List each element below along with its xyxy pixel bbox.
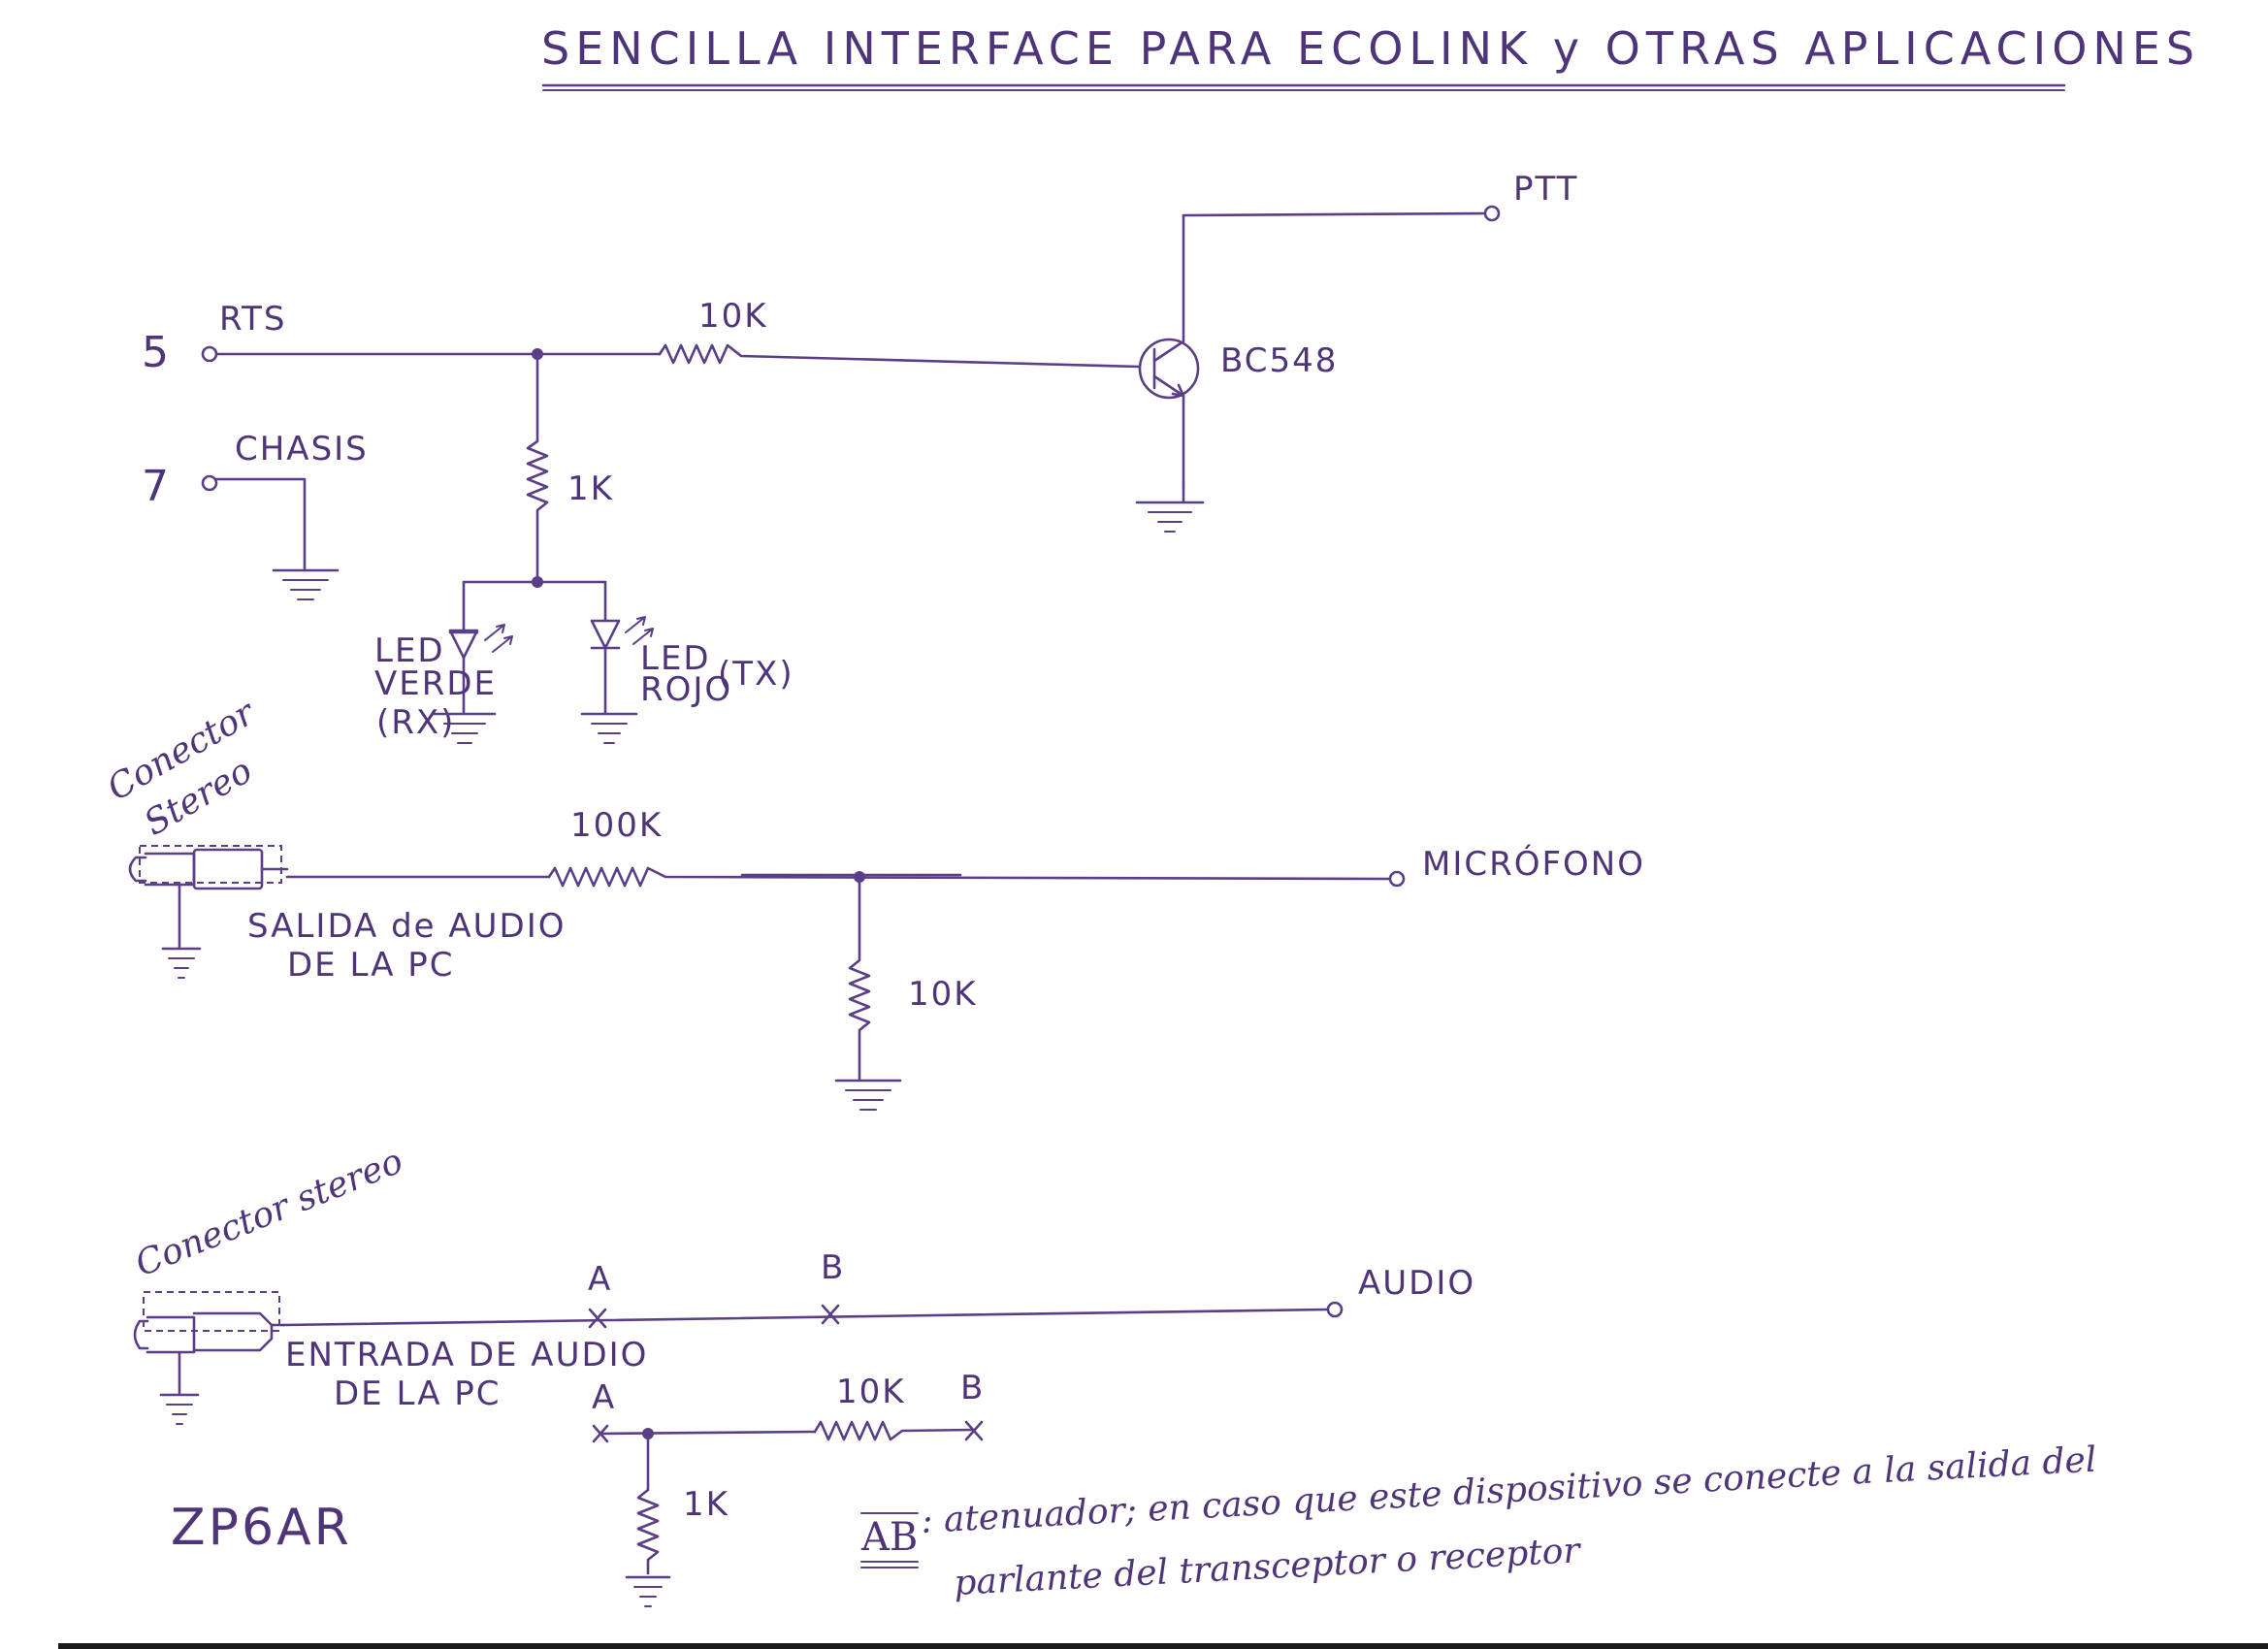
stereo-jack-mic	[128, 845, 289, 949]
audio-output-label: AUDIO	[1358, 1264, 1475, 1303]
resistor-1k-led	[526, 352, 549, 584]
note-line2: parlante del transceptor o receptor	[953, 1531, 1582, 1603]
led-green-line3: (RX)	[376, 703, 455, 742]
diagram-title: SENCILLA INTERFACE PARA ECOLINK y OTRAS …	[541, 22, 2200, 75]
ground-mic-jack	[161, 947, 202, 979]
ptt-section: 5 RTS 10K BC548 PTT 1K	[142, 170, 1578, 744]
ground-led-red	[580, 712, 638, 744]
resistor-10k-att	[813, 1420, 976, 1441]
led-red-line2: ROJO	[640, 670, 732, 709]
note-line1: : atenuador; en caso que este dispositiv…	[920, 1440, 2097, 1541]
ground-chassis	[272, 568, 340, 600]
stereo-jack-audio	[133, 1291, 285, 1395]
point-b-mark	[821, 1304, 840, 1325]
mic-source-line2: DE LA PC	[287, 946, 455, 985]
ptt-label: PTT	[1513, 170, 1578, 209]
attenuator-ab: A 10K B 1K	[592, 1369, 985, 1607]
mic-source-line1: SALIDA de AUDIO	[247, 907, 567, 946]
transistor-bc548	[1138, 213, 1200, 487]
pin7-label: CHASIS	[235, 430, 369, 469]
ground-emitter	[1135, 501, 1205, 533]
r-led-label: 1K	[567, 469, 614, 508]
ground-audio-jack	[159, 1393, 200, 1425]
pin7-number: 7	[142, 462, 172, 511]
resistor-10k-shunt	[848, 875, 871, 1081]
resistor-10k-base	[658, 343, 1142, 369]
led-red	[590, 580, 654, 714]
mic-terminal	[1388, 870, 1406, 888]
point-b-label: B	[821, 1248, 845, 1287]
r-shunt-label: 10K	[908, 975, 978, 1014]
att-r-series-label: 10K	[836, 1373, 906, 1411]
ground-mic-shunt	[834, 1079, 902, 1111]
att-point-b-label: B	[960, 1369, 985, 1407]
led-green	[448, 580, 513, 714]
att-point-a-label: A	[592, 1378, 616, 1417]
audio-input-line1: ENTRADA DE AUDIO	[285, 1336, 648, 1374]
resistor-100k	[547, 866, 1391, 888]
scan-edge	[58, 1643, 2268, 1649]
mic-section: Conector Stereo SALIDA de AUDIO DE LA PC…	[101, 693, 1645, 1111]
led-red-suffix: (TX)	[718, 655, 794, 694]
audio-terminal	[1326, 1301, 1344, 1318]
audio-connector-label: Conector stereo	[130, 1142, 408, 1285]
led-green-line1: LED	[374, 631, 445, 670]
point-a-label: A	[588, 1260, 612, 1299]
signature: ZP6AR	[171, 1499, 352, 1557]
note-symbol: AB	[860, 1515, 918, 1560]
r-base-label: 10K	[698, 297, 768, 336]
ground-att	[625, 1575, 671, 1607]
ptt-wire	[1182, 211, 1486, 217]
note-symbol-underline	[860, 1561, 919, 1568]
pin5-terminal	[201, 345, 218, 363]
led-red-line1: LED	[640, 639, 711, 678]
resistor-1k-att	[636, 1432, 660, 1575]
ptt-terminal	[1483, 205, 1501, 222]
pin5-number: 5	[142, 328, 172, 377]
mic-output-label: MICRÓFONO	[1422, 844, 1645, 884]
transistor-label: BC548	[1220, 341, 1338, 380]
att-r-shunt-label: 1K	[683, 1485, 729, 1524]
led-green-line2: VERDE	[374, 664, 497, 703]
point-a-mark	[588, 1308, 607, 1329]
pin7-terminal	[201, 474, 218, 492]
ground-led-green	[433, 712, 497, 744]
audio-input-line2: DE LA PC	[334, 1374, 502, 1413]
pin5-label: RTS	[219, 300, 287, 339]
r-series-label: 100K	[570, 806, 663, 845]
